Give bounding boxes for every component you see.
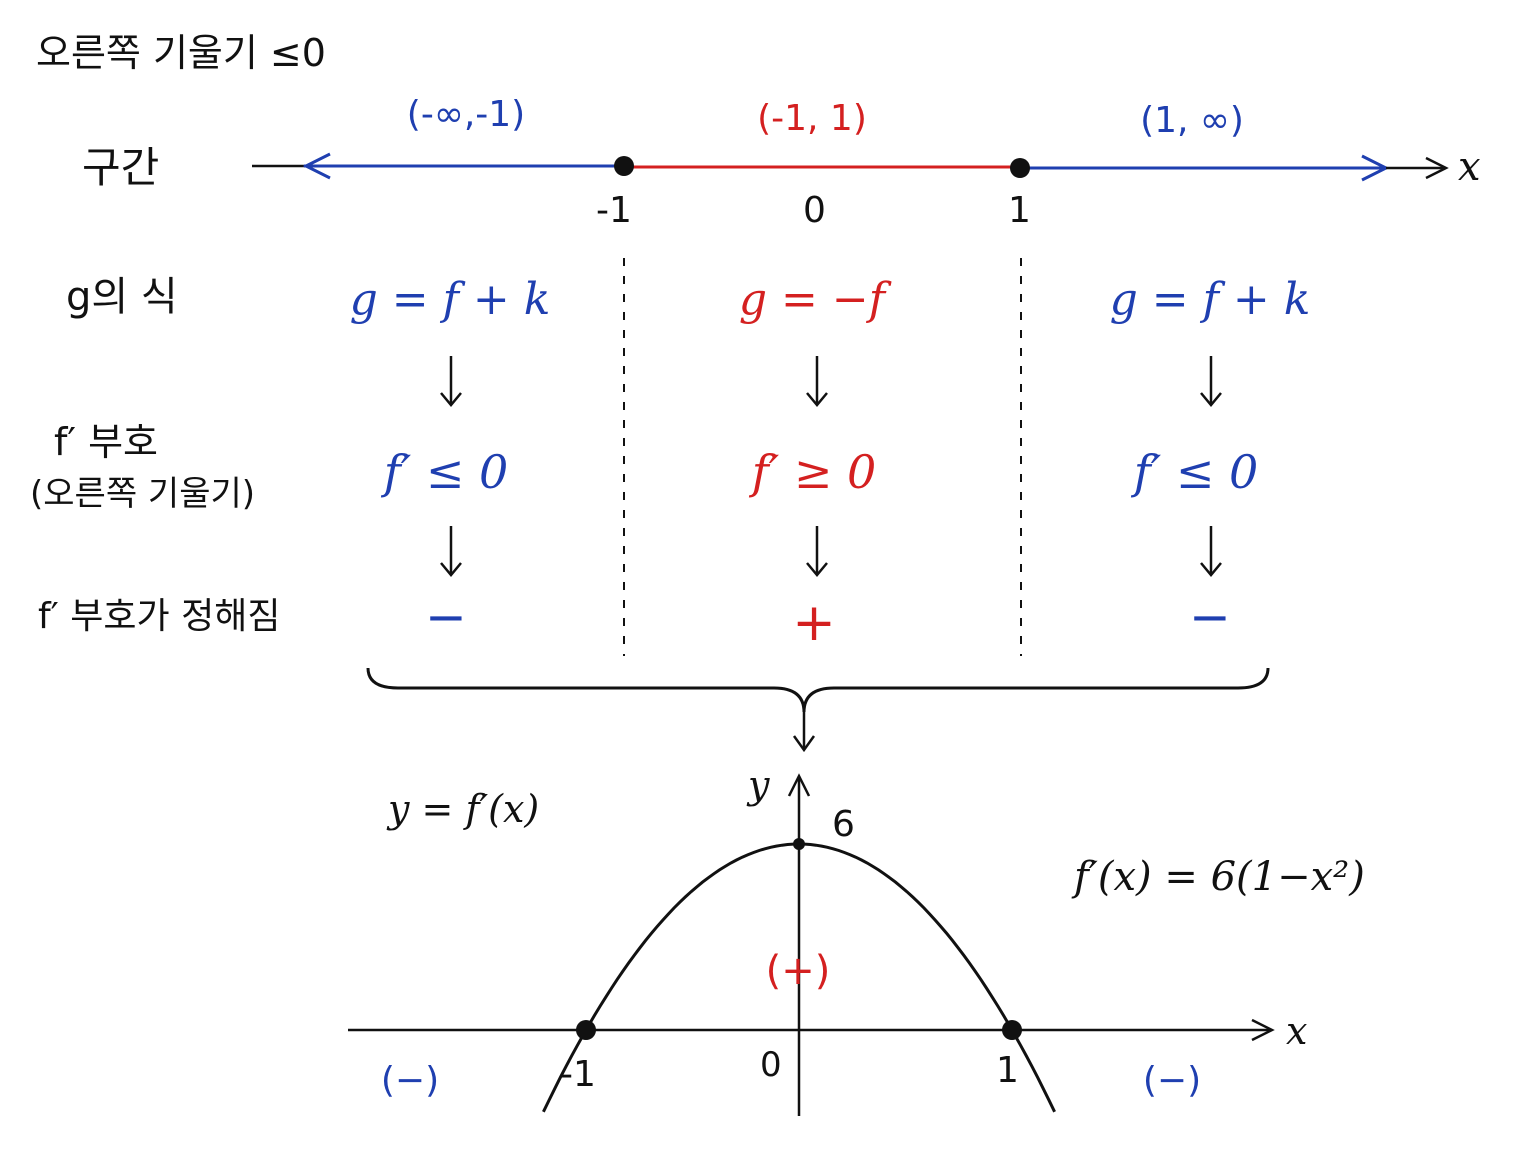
down-arrow-icon [1200,526,1222,577]
x-arrowhead [1425,156,1449,180]
graph-x-axis-label: x [1286,1009,1307,1053]
fprime-condition-middle: f′ ≥ 0 [749,445,877,499]
graph-tick-label-minus-1: -1 [560,1054,596,1095]
down-arrow-icon [806,526,828,577]
row-label-fprime-sign: f′ 부호 [54,420,158,464]
g-expression-left: g = f + k [350,274,551,325]
fprime-condition-right: f′ ≤ 0 [1131,445,1259,499]
curve-label: y = f′(x) [386,787,539,831]
down-arrow-icon [440,356,462,407]
graph-tick-label-0: 0 [760,1045,782,1085]
row-label-g-expression: g의 식 [66,274,178,320]
number-line: x -1 0 1 (-∞,-1) (-1, 1) (1, ∞) [252,94,1481,231]
g-expression-middle: g = −f [739,274,892,325]
curve-marked-point-1 [793,838,805,850]
graph-x-arrowhead [1251,1018,1275,1042]
tick-label-0: 0 [803,190,826,231]
sign-left: − [425,588,467,646]
column-middle: g = −f f′ ≥ 0 + [739,274,892,653]
sign-right: − [1189,588,1231,646]
interval-label-left: (-∞,-1) [407,94,525,135]
row-label-interval: 구간 [82,143,159,192]
tick-label-1: 1 [1008,190,1031,231]
down-arrow-icon [806,356,828,407]
y-intercept-label: 6 [832,804,855,845]
down-arrow-icon [1200,356,1222,407]
curly-brace [366,667,1270,753]
interval-label-middle: (-1, 1) [757,98,867,139]
sign-middle: + [792,593,836,653]
row-label-fprime-sign-sub: (오른쪽 기울기) [30,474,255,514]
column-left: g = f + k f′ ≤ 0 − [350,274,551,646]
down-arrow-icon [440,526,462,577]
derivative-graph: y x 6 -1 0 1 y = f′(x) f′(x) = 6(1−x²) (… [348,763,1365,1116]
page-title: 오른쪽 기울기 ≤0 [36,31,326,75]
function-formula: f′(x) = 6(1−x²) [1071,854,1365,900]
graph-y-axis-label: y [746,763,770,807]
region-sign-left: (−) [381,1060,439,1101]
region-sign-right: (−) [1143,1060,1201,1101]
tick-label-minus-1: -1 [596,190,632,231]
graph-tick-label-1: 1 [996,1050,1019,1091]
left-arrowhead [302,152,331,180]
fprime-condition-left: f′ ≤ 0 [381,445,509,499]
number-line-x-label: x [1458,144,1481,190]
row-label-sign-decided: f′ 부호가 정해짐 [38,596,280,637]
g-expression-right: g = f + k [1110,274,1311,325]
region-sign-middle: (+) [766,948,831,994]
graph-y-arrowhead [787,773,811,797]
curve-marked-point-0 [576,1020,596,1040]
interval-label-right: (1, ∞) [1140,100,1244,141]
down-arrow-icon [792,735,816,753]
curve-marked-point-2 [1002,1020,1022,1040]
point-minus-1 [614,156,634,176]
point-plus-1 [1010,158,1030,178]
column-right: g = f + k f′ ≤ 0 − [1110,274,1311,646]
